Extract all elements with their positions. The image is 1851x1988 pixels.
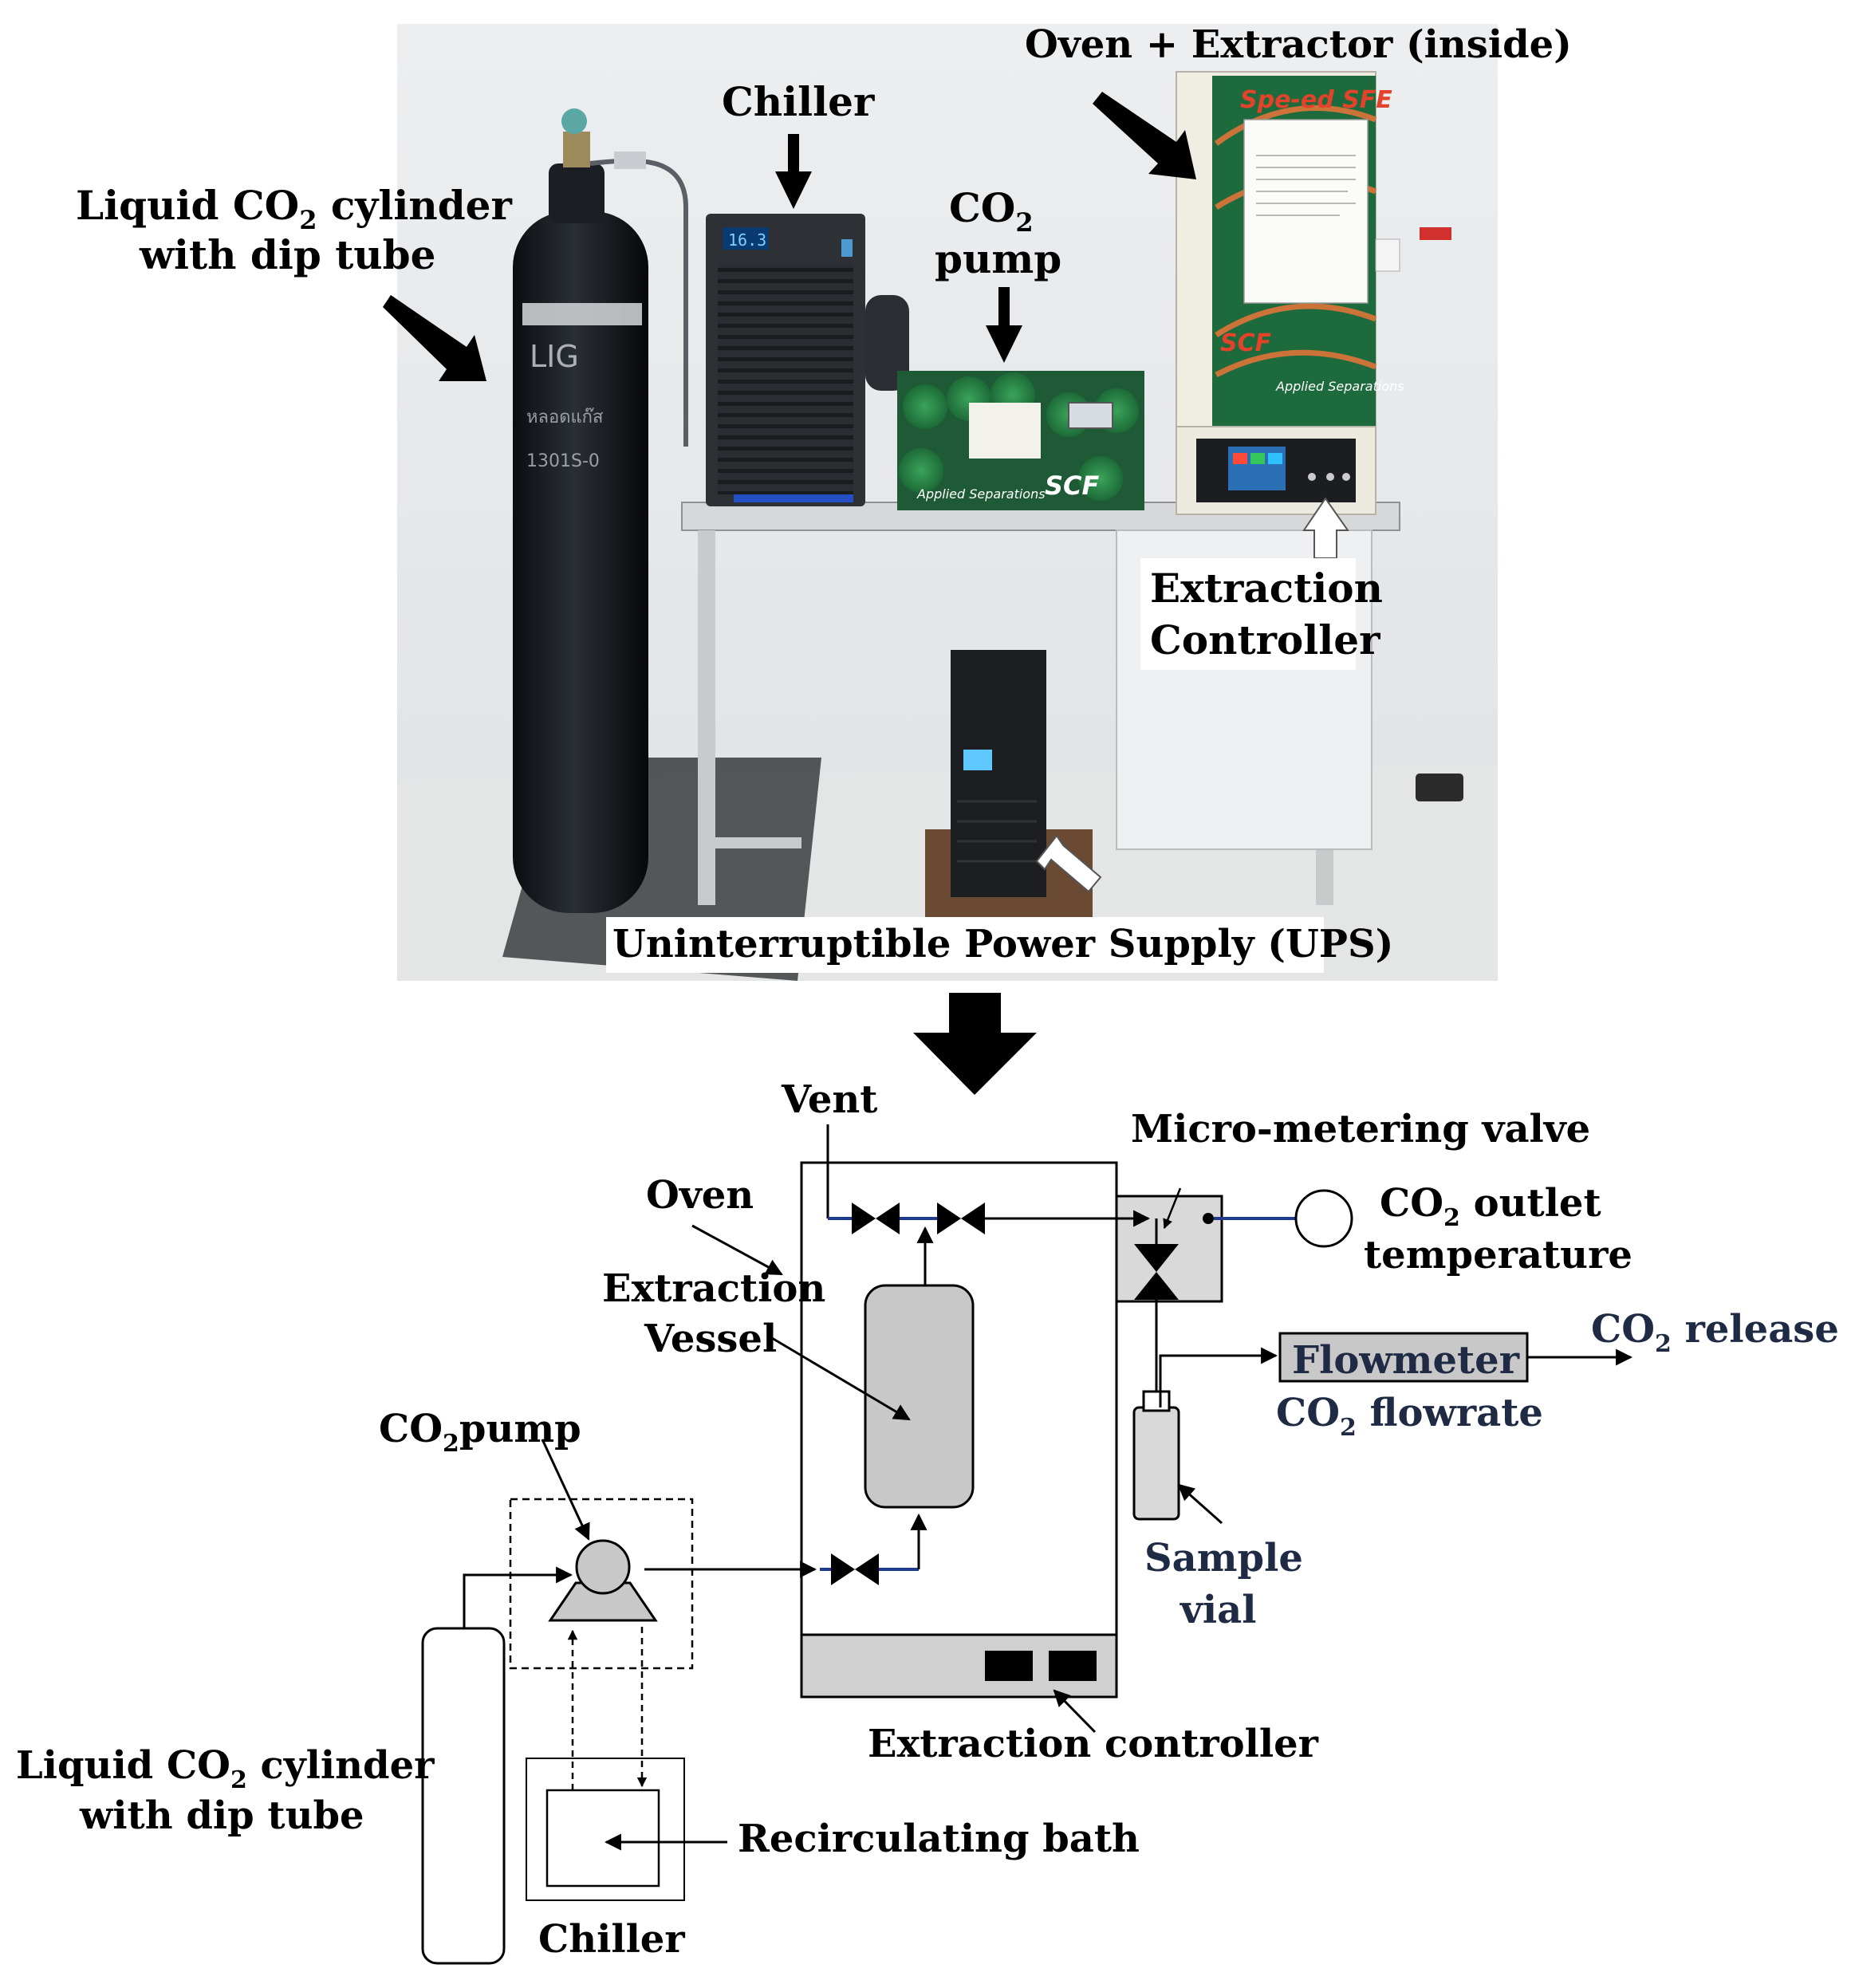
photo-labels: Liquid CO2 cylinder with dip tube Chille… [76,22,1572,973]
sample-vial-label-line2: vial [1180,1588,1256,1632]
extraction-controller-label: Extraction controller [868,1722,1319,1766]
lab-photo: LIG หลอดแก๊ส 1301S-0 16.3 [397,24,1498,981]
recirculating-bath [545,1789,660,1888]
micro-valve-bottom [1134,1272,1179,1300]
micro-valve-label: Micro-metering valve [1131,1107,1590,1151]
chiller-label: Chiller [538,1917,685,1962]
photo-controller-label-line1: Extraction [1150,565,1383,612]
co2-cylinder-photo: LIG หลอดแก๊ส 1301S-0 [513,108,688,913]
oven-arrow [1093,92,1196,179]
schematic-labels: Vent Micro-metering valve Oven CO2 outle… [16,1077,1839,1962]
oven-label: Oven [646,1173,754,1218]
temp-gauge [1294,1189,1353,1248]
co2-pump-label: CO2pump [379,1407,581,1458]
photo-controller-label-bg [1140,558,1356,670]
schematic-co2-cylinder [421,1627,506,1965]
oven-brand-text: Spe-ed SFE [1240,86,1392,114]
vent-valve-right-b [961,1203,985,1234]
photo-arrows [383,92,1349,1095]
svg-text:1301S-0: 1301S-0 [526,451,600,471]
sample-vial-cap [1142,1390,1171,1412]
cylinder-arrow [383,295,486,381]
pump-dashed-box [509,1498,694,1670]
pump-head [575,1539,631,1595]
flowmeter-box [1278,1332,1529,1383]
flowmeter-label: Flowmeter [1292,1338,1520,1383]
co2-pump-photo: SCF Applied Separations [897,371,1144,510]
sample-vial-pointer [1177,1483,1223,1525]
controller-arrow [1302,497,1349,559]
cylinder-label-line2: with dip tube [79,1793,364,1838]
vessel-label-line2: Vessel [644,1317,777,1361]
svg-text:LIG: LIG [530,339,579,374]
vent-valve-left-b [876,1203,900,1234]
photo-pump-label-line2: pump [935,235,1061,282]
micro-valve-top [1134,1244,1179,1272]
photo-ups-label: Uninterruptible Power Supply (UPS) [612,922,1393,966]
cylinder-to-pump-line [463,1566,573,1628]
vent-valve-left-a [852,1203,876,1234]
co2-outlet-label-line2: temperature [1364,1233,1632,1277]
pump-arrow [986,287,1022,363]
inlet-valve-b [855,1553,879,1585]
svg-text:หลอดแก๊ส: หลอดแก๊ส [526,407,604,427]
chiller-display-text: 16.3 [728,230,766,250]
process-schematic [421,1124,1633,1965]
cylinder-label-line1: Liquid CO2 cylinder [16,1743,435,1794]
oven-extractor-photo: Spe-ed SFE SCF Applied Separations [1176,71,1451,515]
photo-pump-label-line1: CO2 [949,184,1034,238]
vessel-pointer [771,1336,911,1421]
co2-flowrate-label: CO2 flowrate [1276,1391,1543,1442]
oven-maker-text: Applied Separations [1275,379,1404,394]
controller-pointer [1053,1689,1097,1734]
temp-probe-dot [1203,1213,1214,1224]
line-to-flowmeter [1159,1347,1278,1407]
photo-ups-label-bg [606,917,1324,973]
extraction-vessel [864,1284,975,1509]
photo-controller-label-line2: Controller [1150,616,1380,663]
ups-arrow [1035,834,1102,893]
photo-cylinder-label-line2: with dip tube [139,231,435,278]
inlet-valve-a [831,1553,855,1585]
sample-vial [1132,1406,1180,1521]
micro-valve-pointer [1163,1187,1182,1230]
vent-valve-right-a [937,1203,961,1234]
oven-brand2-text: SCF [1220,329,1272,357]
pump-maker-text: Applied Separations [916,486,1046,502]
chiller-arrow [775,134,812,209]
sample-vial-label-line1: Sample [1144,1536,1303,1581]
vessel-label-line1: Extraction [602,1266,825,1311]
controller-display-1 [985,1651,1033,1681]
recirculating-bath-label: Recirculating bath [738,1817,1140,1861]
co2-release-label: CO2 release [1591,1307,1839,1358]
vent-label: Vent [781,1077,877,1122]
photo-cylinder-label-line1: Liquid CO2 cylinder [76,182,512,235]
chiller-photo: 16.3 [706,214,909,506]
controller-display-2 [1049,1651,1097,1681]
oven-pointer [691,1224,783,1276]
pump-base [548,1581,658,1622]
photo-chiller-label: Chiller [722,78,875,125]
power-strip [1416,774,1463,801]
photo-to-schematic-arrow [913,993,1037,1095]
co2-outlet-label-line1: CO2 outlet [1380,1181,1601,1232]
pump-pointer [541,1439,590,1541]
pump-brand-text: SCF [1045,470,1100,501]
photo-oven-label: Oven + Extractor (inside) [1025,22,1572,67]
ups-photo [951,650,1046,897]
